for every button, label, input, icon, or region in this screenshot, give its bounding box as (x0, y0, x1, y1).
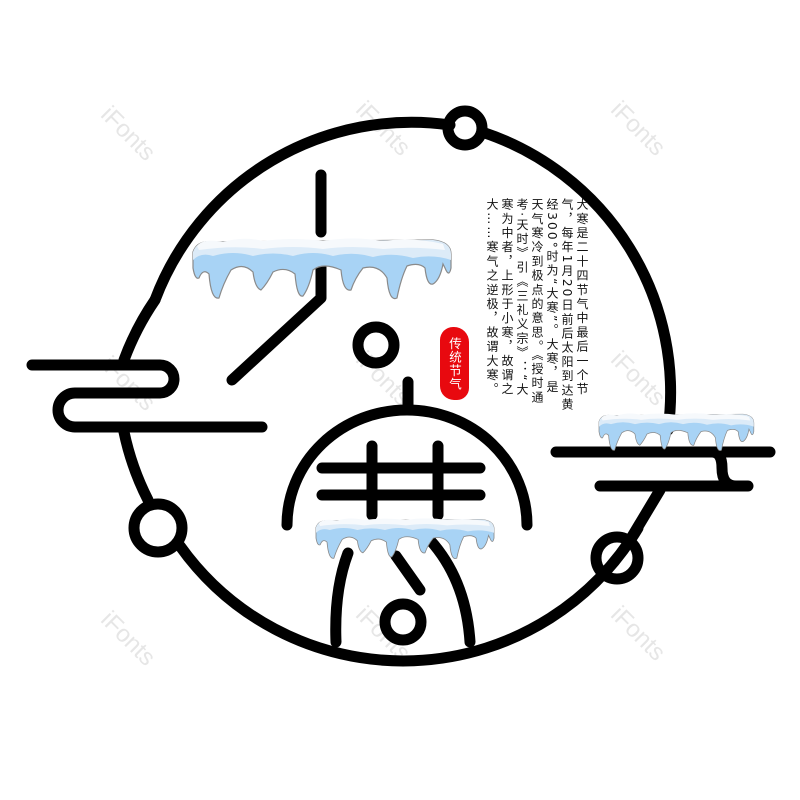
seal-text: 传统节气 (447, 336, 462, 391)
slash (390, 550, 426, 596)
poem-column: 考·天时》引《三礼义宗》：“大 (515, 198, 529, 398)
ring-node-top (442, 105, 488, 151)
poem-column: 寒为中者，上形于小寒，故谓之 (500, 198, 514, 397)
poem-text: 大寒是二十四节气中最后一个节 气，每年1月20日前后太阳到达黄 经300°时为“… (484, 198, 589, 430)
poem-column: 大……寒气之逆极，故谓大寒。 (485, 198, 499, 397)
red-seal: 传统节气 (440, 327, 469, 400)
poem-column: 经300°时为“大寒”。大寒，是 (545, 198, 559, 395)
dot-bottom (379, 598, 427, 646)
ring-node-right (590, 531, 644, 585)
icicle-right (598, 412, 755, 451)
leg-left (330, 547, 354, 648)
dot-small (352, 321, 400, 369)
outer-ring (118, 426, 154, 506)
connector-right (624, 484, 666, 546)
poem-column: 天气寒冷到极点的意思。《授时通 (530, 198, 544, 405)
cloud-left (26, 359, 268, 433)
stroke-da-diagonal (226, 256, 327, 386)
outer-ring (118, 294, 161, 366)
poem-column: 大寒是二十四节气中最后一个节 (575, 198, 589, 397)
poem-column: 气，每年1月20日前后太阳到达黄 (560, 198, 574, 413)
roof-dome (281, 404, 533, 531)
cloud-right (550, 446, 776, 492)
leg-right (424, 534, 476, 648)
ring-node-left (128, 498, 188, 558)
outer-ring (476, 126, 677, 436)
outer-ring (149, 116, 456, 306)
outer-ring (174, 522, 644, 667)
